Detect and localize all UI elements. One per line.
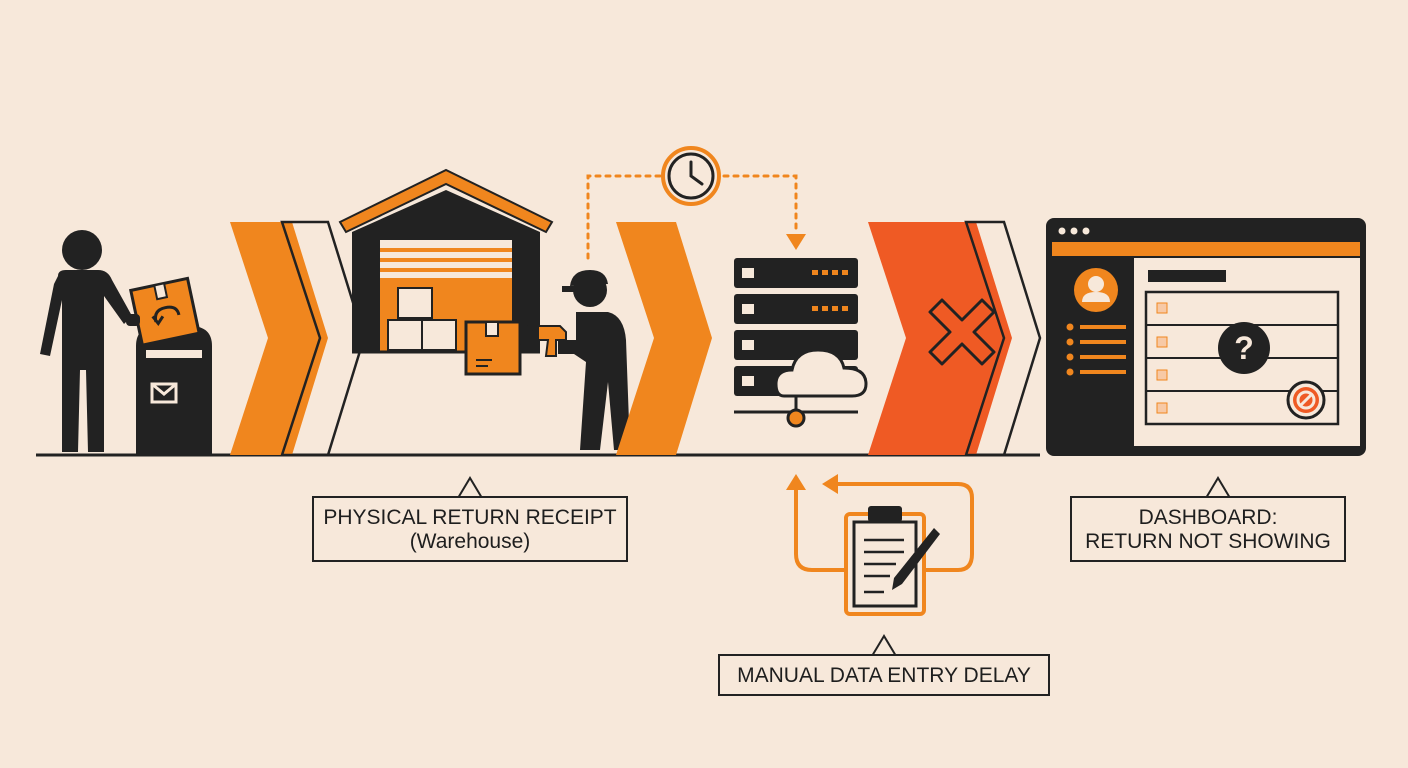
flow-chevron-2 — [616, 222, 712, 455]
loop-arrow-head-up — [786, 474, 806, 490]
server-cloud-icon — [734, 258, 868, 428]
question-mark-glyph: ? — [1234, 330, 1254, 366]
warehouse-label: PHYSICAL RETURN RECEIPT (Warehouse) — [312, 496, 628, 562]
manual-entry-label: MANUAL DATA ENTRY DELAY — [718, 654, 1050, 696]
timing-delay-arrow — [586, 174, 798, 260]
clipboard-pen-icon — [844, 506, 940, 616]
callout-pointers — [457, 476, 1231, 657]
dashboard-label-line2: RETURN NOT SHOWING — [1085, 530, 1331, 553]
warehouse-label-line2: (Warehouse) — [409, 530, 531, 553]
flow-chevron-1 — [230, 220, 366, 457]
manual-entry-loop-arrow — [794, 482, 974, 572]
dashboard-label-line1: DASHBOARD: — [1138, 506, 1278, 529]
warehouse-with-worker-scanning-package-icon — [338, 168, 630, 450]
manual-entry-label-line1: MANUAL DATA ENTRY DELAY — [737, 664, 1031, 687]
dashboard-window-icon: ? — [1046, 218, 1366, 456]
person-dropping-package-in-mailbox-icon — [40, 230, 212, 455]
clock-icon — [661, 146, 721, 206]
timing-arrow-head — [786, 234, 806, 250]
warehouse-label-line1: PHYSICAL RETURN RECEIPT — [323, 506, 617, 529]
loop-arrow-head-left — [822, 474, 838, 494]
dashboard-label: DASHBOARD: RETURN NOT SHOWING — [1070, 496, 1346, 562]
blocked-transfer-x-icon — [868, 220, 1042, 457]
